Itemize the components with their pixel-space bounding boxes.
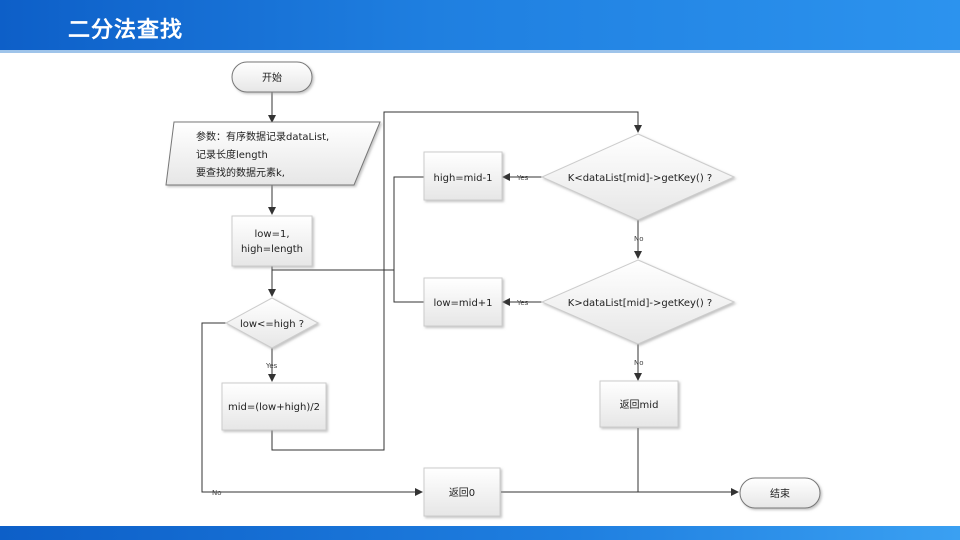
set-low-label: low=mid+1 bbox=[433, 298, 492, 309]
cmp-greater-yes-label: Yes bbox=[516, 299, 529, 307]
cmp-less-yes-label: Yes bbox=[516, 174, 529, 182]
cmp-less-decision: K<dataList[mid]->getKey() ? bbox=[540, 133, 736, 221]
title-bar bbox=[0, 0, 960, 50]
loop-yes-label: Yes bbox=[265, 362, 278, 370]
init-line-2: high=length bbox=[241, 244, 303, 255]
loop-decision: low<=high ? bbox=[224, 297, 320, 349]
return-zero-process: 返回0 bbox=[423, 467, 501, 517]
params-line-2: 记录长度length bbox=[196, 148, 268, 161]
cmp-less-no-label: No bbox=[634, 235, 644, 243]
title-bar-stripe bbox=[0, 50, 960, 53]
loop-cond-label: low<=high ? bbox=[240, 319, 304, 330]
start-label: 开始 bbox=[262, 71, 282, 84]
cmp-greater-label: K>dataList[mid]->getKey() ? bbox=[568, 298, 712, 309]
init-line-1: low=1, bbox=[255, 229, 290, 240]
arrow-mid-cmp-less bbox=[271, 111, 642, 451]
params-line-3: 要查找的数据元素k, bbox=[196, 166, 285, 179]
return-mid-label: 返回mid bbox=[620, 399, 659, 411]
page-title: 二分法查找 bbox=[68, 18, 184, 43]
cmp-less-label: K<dataList[mid]->getKey() ? bbox=[568, 173, 712, 184]
connectors bbox=[201, 92, 739, 496]
line-low-back bbox=[393, 270, 424, 303]
mid-process: mid=(low+high)/2 bbox=[221, 382, 327, 431]
end-label: 结束 bbox=[770, 487, 790, 500]
mid-calc-label: mid=(low+high)/2 bbox=[228, 402, 320, 413]
return-zero-label: 返回0 bbox=[449, 487, 475, 499]
line-high-back bbox=[272, 176, 424, 271]
return-mid-process: 返回mid bbox=[599, 380, 679, 428]
set-high-process: high=mid-1 bbox=[423, 151, 503, 201]
set-low-process: low=mid+1 bbox=[423, 277, 503, 327]
cmp-greater-no-label: No bbox=[634, 359, 644, 367]
cmp-greater-decision: K>dataList[mid]->getKey() ? bbox=[540, 259, 736, 345]
arrow-return-mid-end bbox=[637, 428, 739, 496]
arrow-no-return-zero bbox=[201, 322, 423, 496]
set-high-label: high=mid-1 bbox=[433, 173, 492, 184]
params-input: 参数：有序数据记录dataList, 记录长度length 要查找的数据元素k, bbox=[165, 121, 381, 186]
footer-bar bbox=[0, 526, 960, 540]
start-terminal: 开始 bbox=[231, 61, 313, 93]
params-line-1: 参数：有序数据记录dataList, bbox=[196, 130, 329, 143]
init-process: low=1, high=length bbox=[231, 215, 313, 267]
end-terminal: 结束 bbox=[739, 477, 821, 509]
loop-no-label: No bbox=[212, 489, 222, 497]
